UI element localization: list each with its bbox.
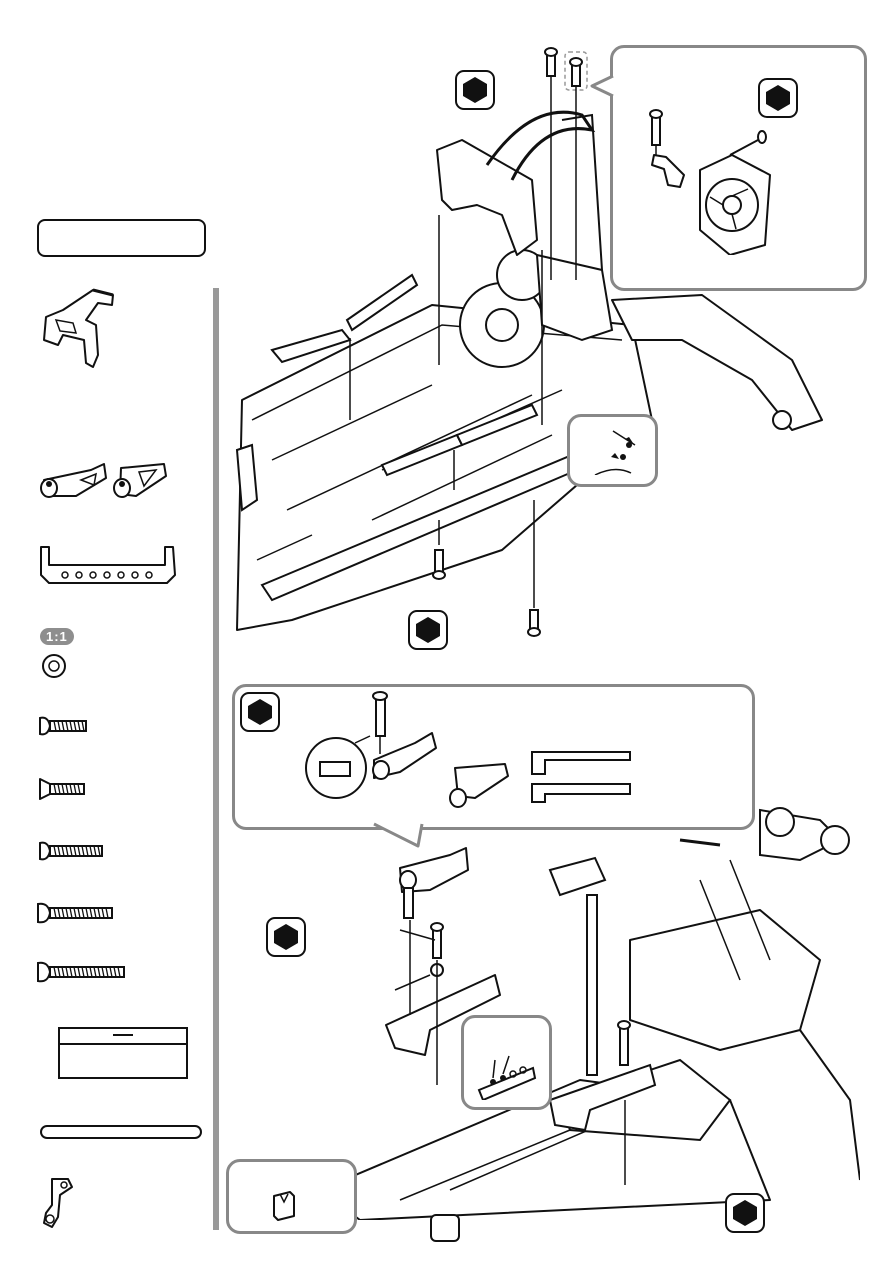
spec-table-header (60, 1029, 186, 1045)
step-badge-mount (266, 917, 306, 957)
clamp-part (38, 1175, 78, 1231)
hexagon-icon (246, 698, 274, 726)
chassis-front-diagram (300, 800, 860, 1220)
hexagon-icon (731, 1199, 759, 1227)
rod-part (40, 1125, 202, 1139)
fan-callout-pointer (588, 72, 618, 100)
parts-title-box (37, 219, 206, 257)
step-badge-top (455, 70, 495, 110)
brace-detail-drawing (300, 688, 640, 818)
button-head-screw-xlong (36, 959, 128, 985)
fan-assembly-drawing (640, 105, 790, 255)
hexagon-icon (414, 616, 442, 644)
step-badge-middle (408, 610, 448, 650)
step-badge-bottom-right (725, 1193, 765, 1233)
inset-detail-drawing (475, 1040, 539, 1100)
scale-badge: 1:1 (40, 628, 74, 645)
button-head-screw-long (36, 900, 116, 926)
clip-detail-drawing (270, 1190, 298, 1222)
button-head-screw-medium (38, 839, 106, 863)
flat-head-screw (38, 777, 90, 801)
button-head-screw-short (38, 714, 90, 738)
page-number-box (430, 1214, 460, 1242)
washer-part (40, 652, 68, 680)
bumper-brace-part (37, 543, 179, 585)
fan-mount-bracket-part (38, 285, 128, 375)
hexagon-icon (461, 76, 489, 104)
hexagon-icon (272, 923, 300, 951)
hole-detail-drawing (585, 425, 647, 475)
spec-table-dash (113, 1034, 133, 1036)
step-badge-brace (240, 692, 280, 732)
triangle-brace-parts (36, 458, 171, 506)
parts-column-divider (213, 288, 219, 1230)
spec-table (58, 1027, 188, 1079)
